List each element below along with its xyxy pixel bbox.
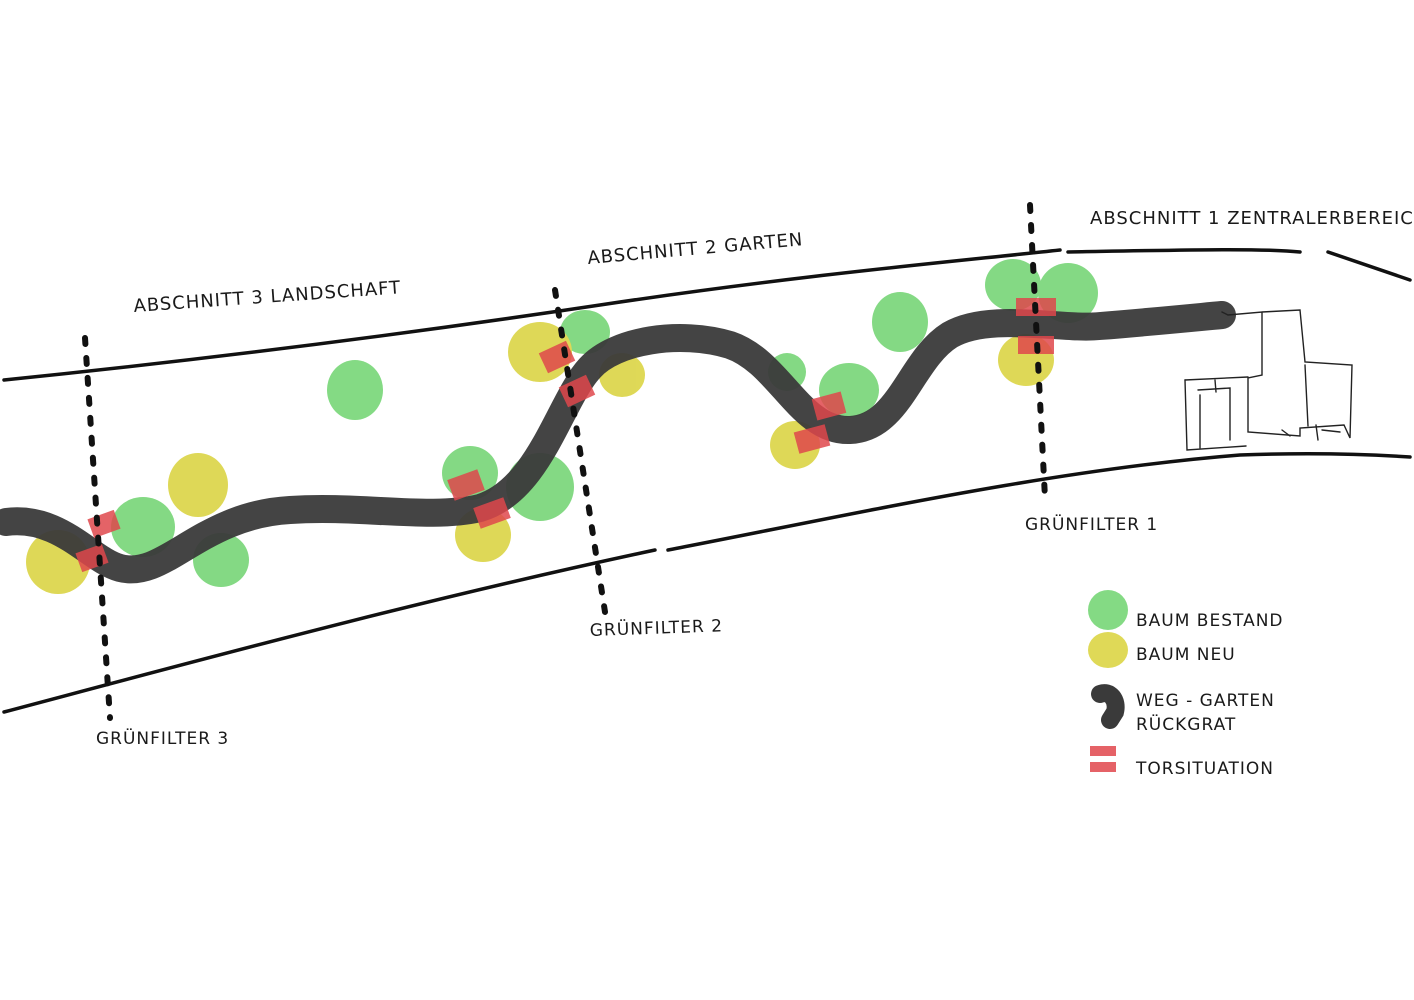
legend: BAUM BESTAND BAUM NEU WEG - GARTEN RÜCKG… (1088, 590, 1284, 779)
green-filter-2-line (552, 287, 608, 615)
legend-path-swatch (1091, 684, 1125, 729)
lower-boundary-line-right (666, 451, 1412, 552)
gate-marker (811, 391, 847, 421)
tree-existing (111, 497, 175, 557)
legend-existing-tree-label: BAUM BESTAND (1136, 611, 1284, 631)
green-filter-1-line (1027, 202, 1048, 501)
gate-marker (793, 424, 831, 454)
tree-existing (327, 360, 383, 420)
section-1-label: ABSCHNITT 1 ZENTRALERBEREICH (1090, 208, 1414, 229)
tree-new (168, 453, 228, 517)
green-filter-1-label: GRÜNFILTER 1 (1025, 513, 1158, 535)
green-filter-3-label: GRÜNFILTER 3 (96, 727, 229, 749)
legend-new-tree-label: BAUM NEU (1136, 645, 1236, 665)
tree-existing (560, 310, 610, 354)
legend-new-tree-swatch (1088, 632, 1128, 668)
corridor-boundaries (2, 247, 1412, 714)
garden-path-backbone (0, 301, 1236, 584)
upper-boundary-line (2, 248, 1062, 382)
legend-gate-label: TORSITUATION (1135, 759, 1274, 779)
lower-boundary-line-left (2, 548, 657, 714)
gate-situations (75, 298, 1056, 573)
tree-existing (872, 292, 928, 352)
gate-marker (447, 469, 485, 501)
legend-path-label-line1: WEG - GARTEN (1136, 691, 1275, 711)
legend-gate-swatch-bottom (1090, 762, 1116, 772)
green-filter-2-label: GRÜNFILTER 2 (589, 614, 723, 641)
legend-existing-tree-swatch (1088, 590, 1128, 630)
legend-gate-swatch-top (1090, 746, 1116, 756)
gate-marker (473, 497, 511, 529)
gate-marker (558, 374, 596, 408)
green-filter-3-line (82, 335, 113, 721)
upper-boundary-tail (1066, 247, 1302, 254)
section-2-label: ABSCHNITT 2 GARTEN (587, 229, 805, 269)
green-filter-lines (82, 202, 1048, 721)
section-3-label: ABSCHNITT 3 LANDSCHAFT (133, 277, 402, 317)
upper-boundary-right (1326, 250, 1412, 282)
building-sketch (1184, 309, 1353, 451)
legend-path-label-line2: RÜCKGRAT (1136, 713, 1236, 735)
